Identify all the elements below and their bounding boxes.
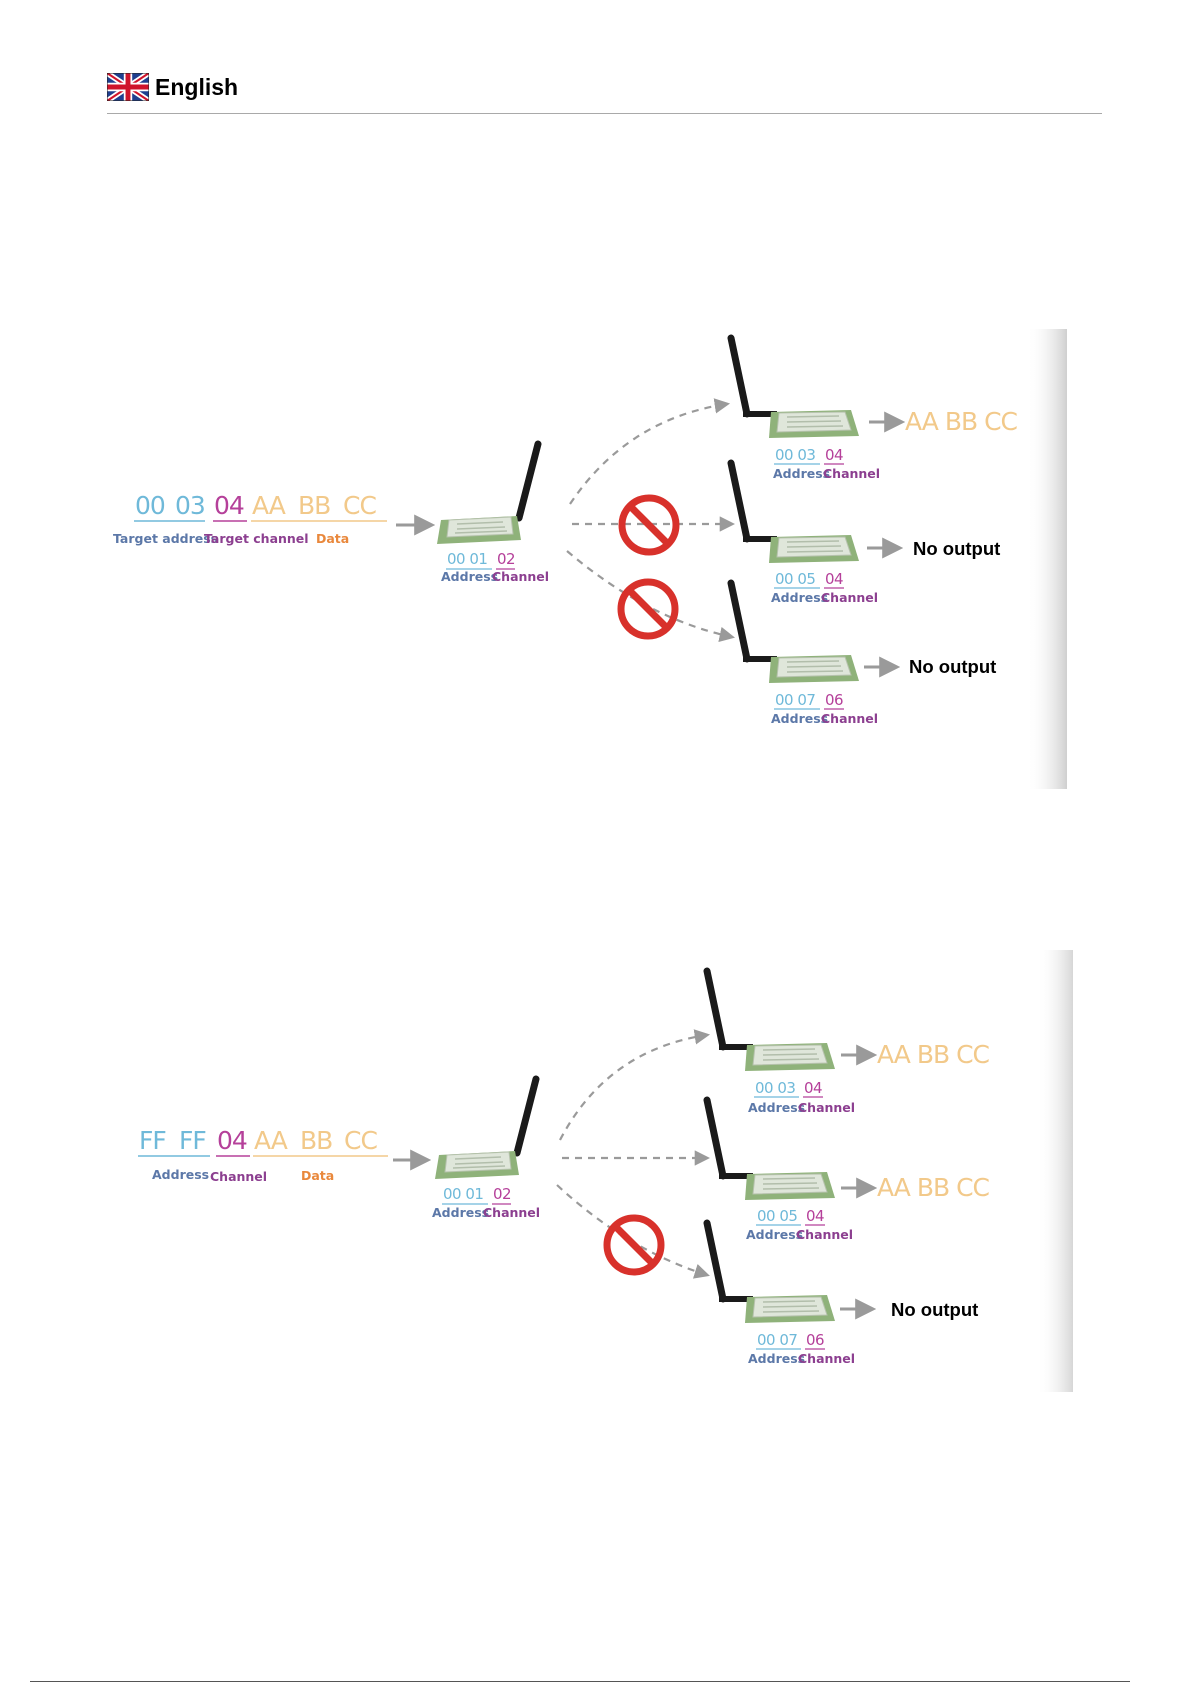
language-label: English — [155, 73, 239, 100]
prohibit-icon — [621, 582, 675, 636]
page-header: English — [107, 70, 238, 104]
label-address: Address — [152, 1167, 209, 1182]
receiver-1-label-address: Address — [773, 466, 830, 481]
receiver-2-output: No output — [913, 538, 1000, 559]
byte-address-2: FF — [179, 1126, 206, 1155]
receiver-3-channel: 06 — [825, 691, 843, 709]
sender-address: 00 01 — [447, 550, 487, 568]
receiver-3-address: 00 07 — [757, 1331, 797, 1349]
byte-address-2: 03 — [175, 491, 205, 520]
receiver-3-output: No output — [891, 1299, 978, 1320]
receiver-1-label-channel: Channel — [823, 466, 880, 481]
receiver-1-channel: 04 — [804, 1079, 822, 1097]
sender-label-address: Address — [441, 569, 498, 584]
diagram-2-canvas: FF FF 04 AA BB CC Address Channel Data 0… — [138, 950, 1073, 1392]
footer-divider — [30, 1681, 1130, 1682]
receiver-2-address: 00 05 — [757, 1207, 797, 1225]
label-data: Data — [301, 1168, 334, 1183]
receiver-1-address: 00 03 — [755, 1079, 795, 1097]
receiver-2-channel: 04 — [825, 570, 843, 588]
receiver-3-label-channel: Channel — [798, 1351, 855, 1366]
diagram-point-to-point: 00 03 04 AA BB CC Target address Target … — [107, 329, 1067, 789]
path-to-receiver-1 — [559, 1029, 711, 1141]
receiver-1-label-channel: Channel — [798, 1100, 855, 1115]
label-channel: Channel — [210, 1169, 267, 1184]
receiver-module-icon — [707, 971, 835, 1071]
sender-label-channel: Channel — [492, 569, 549, 584]
receiver-2-label-address: Address — [746, 1227, 803, 1242]
receiver-2-label-channel: Channel — [796, 1227, 853, 1242]
sender-channel: 02 — [493, 1185, 511, 1203]
receiver-2-label-channel: Channel — [821, 590, 878, 605]
path-to-receiver-3 — [556, 1184, 710, 1279]
path-to-receiver-3 — [566, 550, 736, 642]
receiver-1-channel: 04 — [825, 446, 843, 464]
receiver-1-address: 00 03 — [775, 446, 815, 464]
prohibit-icon — [607, 1218, 661, 1272]
input-packet: FF FF 04 AA BB CC Address Channel Data — [138, 1126, 388, 1184]
byte-data-3: CC — [343, 491, 376, 520]
receiver-3-label-address: Address — [771, 711, 828, 726]
receiver-3-channel: 06 — [806, 1331, 824, 1349]
byte-data-2: BB — [300, 1126, 332, 1155]
byte-address-1: 00 — [135, 491, 165, 520]
diagram-broadcast: FF FF 04 AA BB CC Address Channel Data 0… — [107, 950, 1073, 1392]
receiver-3-output: No output — [909, 656, 996, 677]
byte-data-1: AA — [254, 1126, 288, 1155]
sender-module-icon — [435, 1079, 536, 1179]
receiver-2-label-address: Address — [771, 590, 828, 605]
byte-channel: 04 — [217, 1126, 247, 1155]
receiver-1-label-address: Address — [748, 1100, 805, 1115]
receiver-2-output: AA BB CC — [877, 1173, 990, 1202]
byte-address-1: FF — [139, 1126, 166, 1155]
sender-address: 00 01 — [443, 1185, 483, 1203]
header-divider — [107, 113, 1102, 114]
sender-channel: 02 — [497, 550, 515, 568]
receiver-1-output: AA BB CC — [905, 407, 1018, 436]
sender-module-icon — [437, 444, 538, 544]
sender-label-channel: Channel — [483, 1205, 540, 1220]
byte-data-1: AA — [252, 491, 286, 520]
receiver-module-icon — [731, 338, 859, 438]
receiver-2-channel: 04 — [806, 1207, 824, 1225]
byte-channel: 04 — [214, 491, 244, 520]
receiver-module-icon — [707, 1100, 835, 1200]
figure-shadow-edge — [1037, 950, 1073, 1392]
label-target-address: Target address — [113, 531, 218, 546]
label-data: Data — [316, 531, 349, 546]
receiver-3-label-channel: Channel — [821, 711, 878, 726]
input-packet: 00 03 04 AA BB CC Target address Target … — [113, 491, 387, 546]
byte-data-2: BB — [298, 491, 330, 520]
uk-flag-icon — [107, 73, 149, 101]
label-target-channel: Target channel — [204, 531, 309, 546]
receiver-3-label-address: Address — [748, 1351, 805, 1366]
sender-label-address: Address — [432, 1205, 489, 1220]
byte-data-3: CC — [344, 1126, 377, 1155]
path-to-receiver-1 — [569, 398, 731, 505]
receiver-3-address: 00 07 — [775, 691, 815, 709]
figure-shadow-edge — [1027, 329, 1067, 789]
receiver-2-address: 00 05 — [775, 570, 815, 588]
diagram-1-canvas: 00 03 04 AA BB CC Target address Target … — [113, 329, 1067, 789]
receiver-1-output: AA BB CC — [877, 1040, 990, 1069]
